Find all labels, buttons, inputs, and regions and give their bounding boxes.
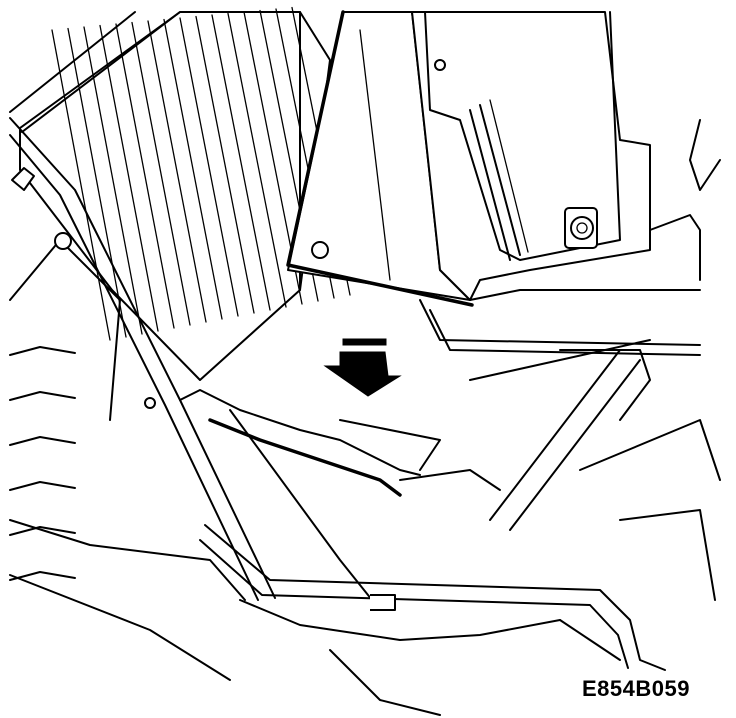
grid-line <box>99 24 159 332</box>
vent-slat <box>9 526 76 536</box>
clamp-rail <box>199 524 666 716</box>
vent-slat <box>9 391 76 401</box>
vent-slat <box>9 481 76 491</box>
filter-grid <box>9 6 351 381</box>
vent-slat <box>9 436 76 446</box>
grid-line <box>147 20 207 323</box>
grid-line <box>227 12 287 308</box>
grid-line <box>67 27 127 338</box>
vent-slat <box>9 571 76 581</box>
cover-panel <box>286 10 474 307</box>
grid-line <box>163 18 223 320</box>
grid-line <box>195 15 255 314</box>
vent-slat <box>9 346 76 356</box>
figure-reference-code: E854B059 <box>582 676 690 701</box>
grid-line <box>179 17 239 317</box>
grid-line <box>131 21 191 326</box>
lower-duct <box>179 299 721 611</box>
direction-arrow <box>323 338 402 397</box>
grid-line <box>211 14 271 311</box>
grid-line <box>51 29 111 341</box>
left-housing-wall <box>9 117 276 681</box>
grid-line <box>115 23 175 329</box>
blower-module <box>411 11 721 301</box>
